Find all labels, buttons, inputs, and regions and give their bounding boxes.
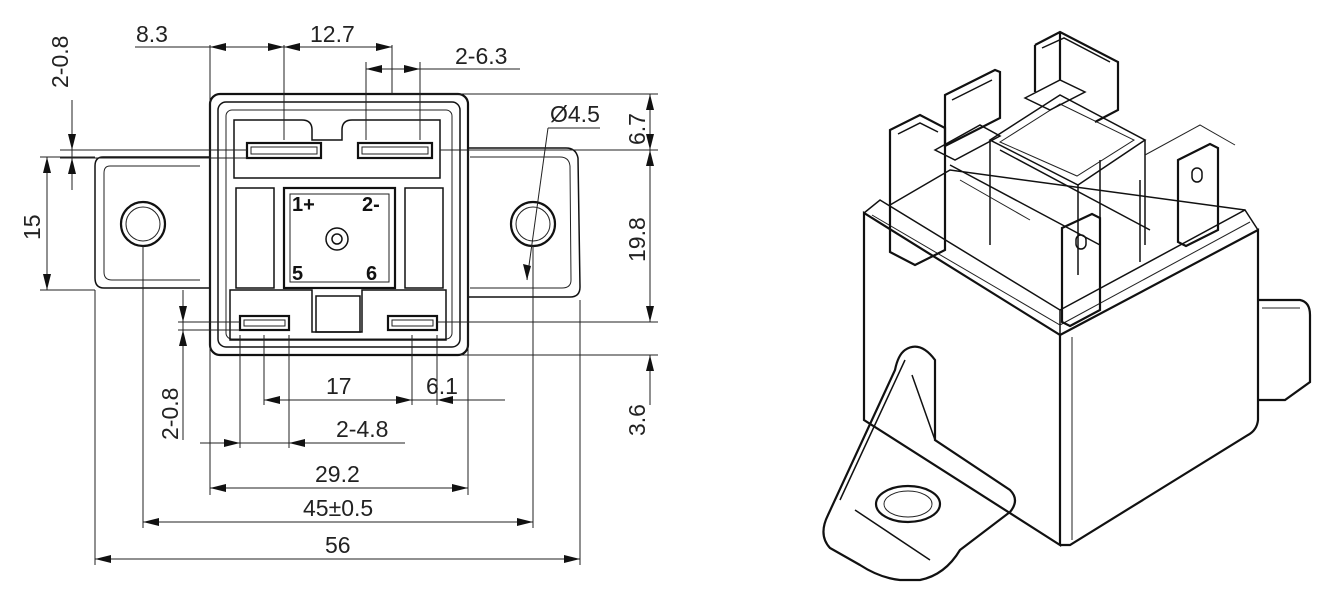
pin-label-6: 6	[366, 263, 377, 285]
iso-mounting-ear	[822, 345, 1017, 582]
arrowheads	[43, 43, 654, 563]
iso-terminal-left	[943, 68, 1002, 148]
terminal-6	[386, 314, 439, 332]
iso-body-left-face	[862, 211, 1062, 548]
terminal-5	[238, 314, 291, 332]
iso-terminal-front	[1060, 212, 1102, 328]
dim-right-pitch: 19.8	[624, 217, 650, 262]
iso-terminal-right	[1176, 142, 1220, 248]
dim-body-width: 29.2	[315, 461, 360, 487]
dim-hole-spacing: 45±0.5	[303, 495, 373, 521]
dim-top-terminal-width: 2-6.3	[455, 43, 507, 69]
iso-body-right-face	[1059, 228, 1260, 547]
pin-label-1: 1+	[292, 194, 315, 216]
left-mount-hole	[119, 200, 167, 248]
dim-bottom-pitch: 17	[326, 373, 352, 399]
dim-flange-height: 15	[19, 214, 45, 240]
pin-label-5: 5	[292, 263, 303, 285]
dim-bottom-right-offset: 6.1	[426, 373, 458, 399]
left-flange	[94, 156, 210, 289]
isometric-view	[822, 30, 1312, 582]
top-view: 1+ 2- 5 6	[94, 92, 581, 357]
dim-bottom-terminal-width: 2-4.8	[336, 416, 388, 442]
dim-right-bottom: 3.6	[624, 404, 650, 436]
center-boss	[325, 227, 349, 251]
dimension-lines	[40, 45, 658, 565]
dim-top-offset: 8.3	[136, 21, 168, 47]
dim-bottom-left-thickness: 2-0.8	[157, 388, 183, 440]
iso-right-tab	[1258, 298, 1312, 402]
right-flange	[468, 147, 581, 298]
terminal-2	[356, 141, 434, 160]
dim-right-top: 6.7	[624, 113, 650, 145]
coil-center-block	[282, 186, 397, 290]
iso-terminal-front-left	[888, 113, 947, 267]
dim-hole-diameter: Ø4.5	[550, 101, 600, 127]
terminal-1	[245, 141, 323, 160]
dimension-labels: 2-0.8 8.3 12.7 2-6.3 Ø4.5 6.7 15 19.8 2-…	[19, 21, 650, 558]
iso-ear-hole	[874, 484, 942, 524]
pin-label-2: 2-	[362, 194, 380, 216]
dim-overall-width: 56	[325, 532, 351, 558]
dim-top-left-thickness: 2-0.8	[47, 36, 73, 88]
dim-top-pitch: 12.7	[310, 21, 355, 47]
